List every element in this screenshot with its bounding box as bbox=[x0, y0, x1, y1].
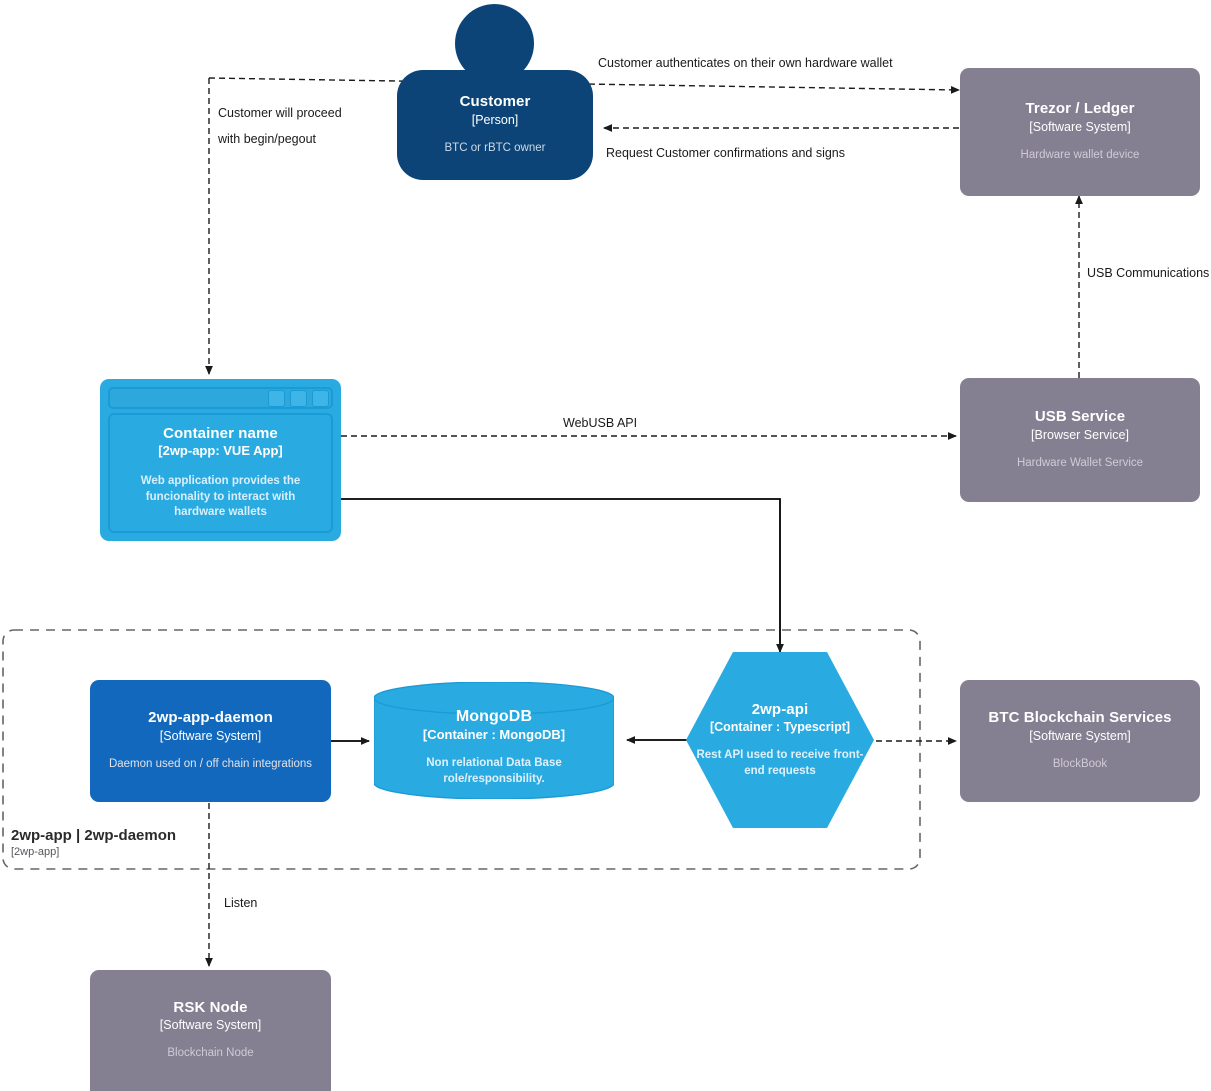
node-usb-service[interactable]: USB Service [Browser Service] Hardware W… bbox=[960, 378, 1200, 502]
node-container-name-type: [2wp-app: VUE App] bbox=[158, 443, 283, 459]
edge-label-begin-pegout-line2: with begin/pegout bbox=[218, 132, 316, 147]
node-customer-head bbox=[455, 4, 534, 83]
hexagon-shape bbox=[686, 652, 874, 828]
browser-window-controls[interactable] bbox=[268, 390, 329, 407]
edge-label-customer-authenticates: Customer authenticates on their own hard… bbox=[598, 56, 893, 70]
node-2wp-app-daemon-name: 2wp-app-daemon bbox=[148, 709, 273, 727]
boundary-label-name: 2wp-app | 2wp-daemon bbox=[11, 827, 177, 844]
node-btc-blockchain-services-name: BTC Blockchain Services bbox=[988, 709, 1172, 727]
node-customer-type: [Person] bbox=[471, 112, 519, 127]
node-rsk-node-type: [Software System] bbox=[159, 1018, 262, 1033]
boundary-rect bbox=[2, 629, 921, 870]
node-customer[interactable]: Customer [Person] BTC or rBTC owner bbox=[397, 70, 593, 180]
node-rsk-node-description: Blockchain Node bbox=[167, 1047, 254, 1060]
node-2wp-api-description: Rest API used to receive front-end reque… bbox=[696, 749, 864, 777]
node-container-name-name: Container name bbox=[163, 425, 278, 443]
node-customer-description: BTC or rBTC owner bbox=[444, 141, 546, 154]
edge-label-begin-pegout: Customer will proceed with begin/pegout bbox=[218, 100, 342, 153]
boundary-label: 2wp-app | 2wp-daemon [2wp-app] bbox=[11, 827, 176, 858]
node-btc-blockchain-services-type: [Software System] bbox=[1029, 728, 1131, 743]
edge-container-to-2wpapi bbox=[341, 498, 784, 653]
node-mongodb[interactable]: MongoDB [Container : MongoDB] Non relati… bbox=[374, 682, 614, 799]
node-btc-blockchain-services-description: BlockBook bbox=[1052, 757, 1108, 770]
browser-control-dot-3[interactable] bbox=[312, 390, 329, 407]
node-usb-service-description: Hardware Wallet Service bbox=[1016, 456, 1144, 469]
node-2wp-api-name: 2wp-api bbox=[751, 700, 809, 718]
node-2wp-app-daemon-type: [Software System] bbox=[159, 728, 262, 743]
node-trezor-ledger[interactable]: Trezor / Ledger [Software System] Hardwa… bbox=[960, 68, 1200, 196]
edge-label-listen: Listen bbox=[224, 896, 258, 910]
browser-control-dot-2[interactable] bbox=[290, 390, 307, 407]
node-container-name-description: Web application provides the funcionalit… bbox=[140, 475, 301, 519]
edge-label-begin-pegout-line1: Customer will proceed bbox=[218, 106, 342, 120]
node-trezor-ledger-name: Trezor / Ledger bbox=[1025, 100, 1135, 118]
node-mongodb-description: Non relational Data Base role/responsibi… bbox=[426, 757, 562, 785]
node-2wp-api[interactable]: 2wp-api [Container : Typescript] Rest AP… bbox=[686, 652, 874, 828]
node-trezor-ledger-description: Hardware wallet device bbox=[1020, 148, 1140, 161]
node-mongodb-type: [Container : MongoDB] bbox=[422, 727, 566, 743]
node-usb-service-name: USB Service bbox=[1034, 408, 1126, 426]
browser-content-pane: Container name [2wp-app: VUE App] Web ap… bbox=[108, 413, 333, 533]
node-2wp-app-daemon[interactable]: 2wp-app-daemon [Software System] Daemon … bbox=[90, 680, 331, 802]
edge-label-webusb-api: WebUSB API bbox=[563, 416, 638, 430]
node-trezor-ledger-type: [Software System] bbox=[1029, 119, 1131, 134]
edge-label-usb-communications: USB Communications bbox=[1087, 266, 1210, 280]
node-rsk-node[interactable]: RSK Node [Software System] Blockchain No… bbox=[90, 970, 331, 1091]
edge-label-request-confirmations: Request Customer confirmations and signs bbox=[606, 146, 846, 160]
node-usb-service-type: [Browser Service] bbox=[1031, 427, 1129, 442]
node-2wp-app-daemon-description: Daemon used on / off chain integrations bbox=[108, 757, 313, 770]
node-mongodb-name: MongoDB bbox=[455, 707, 533, 725]
node-btc-blockchain-services[interactable]: BTC Blockchain Services [Software System… bbox=[960, 680, 1200, 802]
node-customer-name: Customer bbox=[459, 93, 531, 111]
node-2wp-api-type: [Container : Typescript] bbox=[709, 719, 851, 734]
boundary-label-type: [2wp-app] bbox=[11, 846, 60, 858]
browser-control-dot-1[interactable] bbox=[268, 390, 285, 407]
node-container-name[interactable]: Container name [2wp-app: VUE App] Web ap… bbox=[100, 379, 341, 541]
mongodb-cylinder-shape bbox=[374, 682, 614, 799]
node-rsk-node-name: RSK Node bbox=[173, 998, 248, 1016]
